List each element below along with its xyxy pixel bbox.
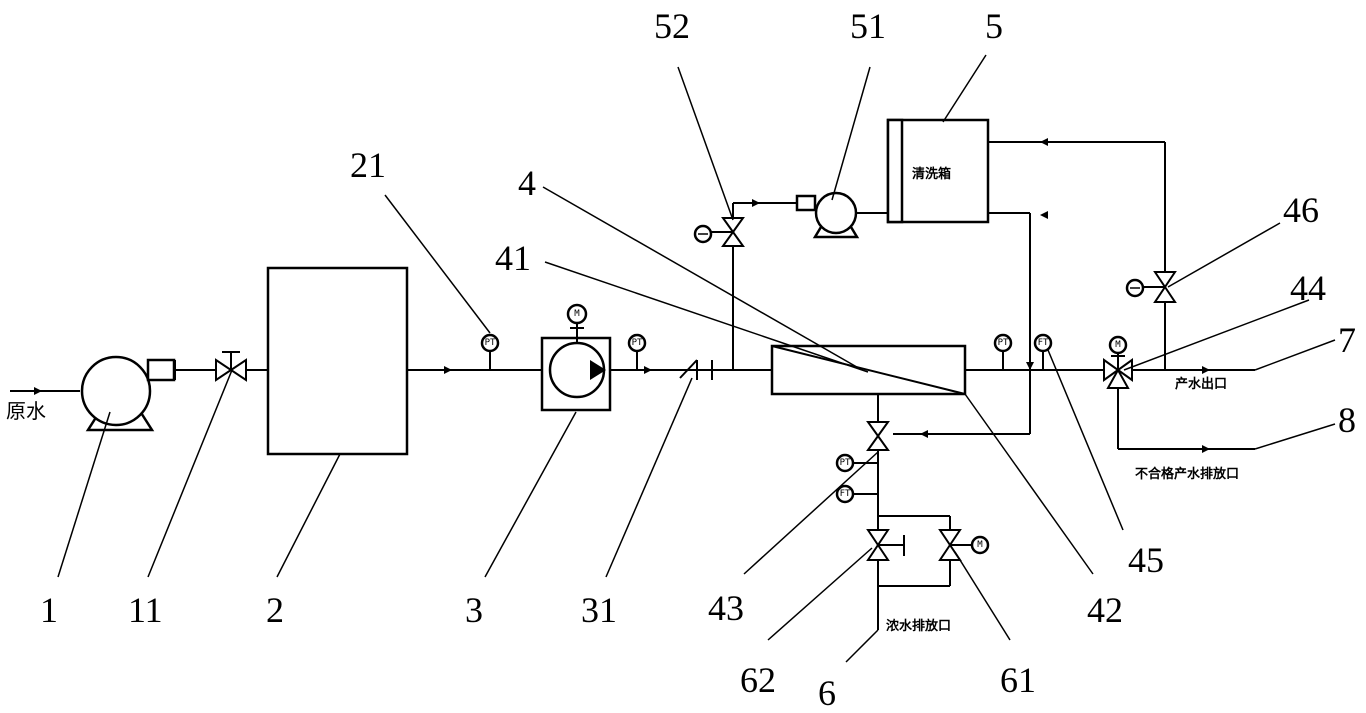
high-pressure-pump: M <box>540 303 612 412</box>
label-5: 5 <box>985 6 1003 46</box>
svg-text:M: M <box>1115 340 1121 350</box>
main-pipe <box>10 360 1255 395</box>
raw-water-label: 原水 <box>6 399 46 423</box>
label-61: 61 <box>1000 660 1036 700</box>
cleaning-circuit <box>732 138 1166 438</box>
cleaning-valve-52 <box>693 217 745 247</box>
inlet-valve <box>215 351 247 382</box>
label-45: 45 <box>1128 540 1164 580</box>
concentrate-outlet-label: 浓水排放口 <box>886 618 951 634</box>
svg-text:PT: PT <box>485 338 496 348</box>
label-11: 11 <box>128 590 163 630</box>
label-43: 43 <box>708 588 744 628</box>
label-52: 52 <box>654 6 690 46</box>
svg-text:M: M <box>977 540 983 550</box>
label-42: 42 <box>1087 590 1123 630</box>
concentrate-line: PT FT M <box>835 394 990 630</box>
reject-outlet-label: 不合格产水排放口 <box>1135 466 1239 482</box>
svg-text:M: M <box>574 309 580 319</box>
cleaning-tank-label: 清洗箱 <box>912 166 951 182</box>
label-31: 31 <box>581 590 617 630</box>
pressure-gauge-21: PT <box>480 333 500 370</box>
cleaning-return-valve-46 <box>1125 271 1177 303</box>
three-way-valve-44: M <box>1103 335 1255 453</box>
cleaning-tank <box>886 118 990 224</box>
reference-numerals: 1 11 2 21 3 31 4 41 42 43 44 45 46 5 51 … <box>40 6 1356 713</box>
label-46: 46 <box>1283 190 1319 230</box>
cleaning-pump <box>795 191 888 239</box>
check-valve <box>644 359 713 380</box>
svg-text:PT: PT <box>840 458 851 468</box>
leader-lines <box>57 54 1336 663</box>
svg-text:FT: FT <box>1038 338 1049 348</box>
label-4: 4 <box>518 163 536 203</box>
label-41: 41 <box>495 238 531 278</box>
svg-text:PT: PT <box>632 338 643 348</box>
label-2: 2 <box>266 590 284 630</box>
pressure-gauge-42: PT <box>993 333 1013 370</box>
label-8: 8 <box>1338 400 1356 440</box>
label-6: 6 <box>818 673 836 713</box>
label-62: 62 <box>740 660 776 700</box>
label-51: 51 <box>850 6 886 46</box>
raw-water-pump <box>80 355 176 432</box>
ro-membrane <box>770 344 967 396</box>
flow-meter-45: FT <box>1033 333 1053 370</box>
pressure-gauge-after-pump: PT <box>627 333 647 370</box>
label-21: 21 <box>350 145 386 185</box>
label-3: 3 <box>465 590 483 630</box>
pretreatment-unit <box>266 266 409 456</box>
svg-text:PT: PT <box>998 338 1009 348</box>
svg-text:FT: FT <box>840 489 851 499</box>
label-1: 1 <box>40 590 58 630</box>
label-7: 7 <box>1338 320 1356 360</box>
label-44: 44 <box>1290 268 1326 308</box>
product-outlet-label: 产水出口 <box>1175 376 1227 392</box>
